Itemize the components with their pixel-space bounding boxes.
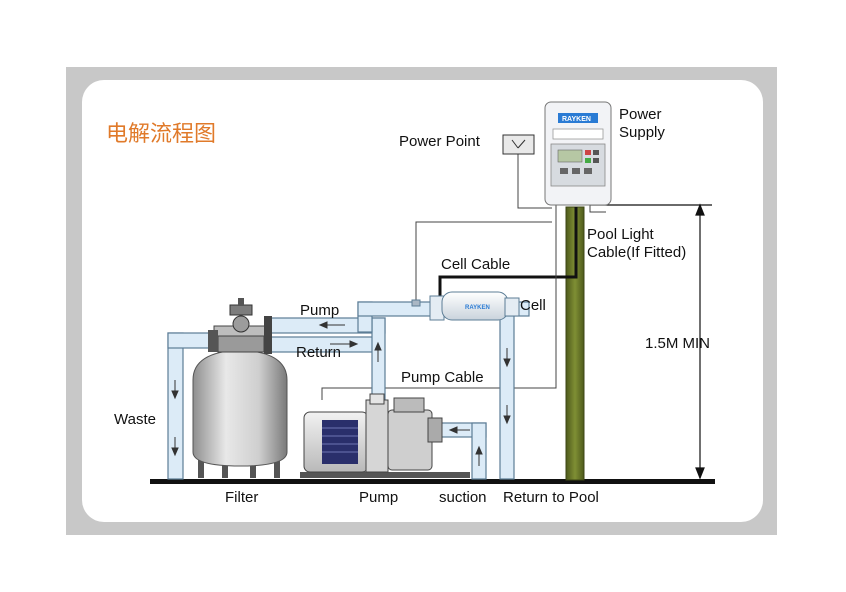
power-supply-brand-text: RAYKEN xyxy=(562,116,591,123)
label-suction: suction xyxy=(439,489,487,506)
cell-brand-text: RAYKEN xyxy=(465,305,490,311)
power-point-box xyxy=(502,134,535,155)
cell-unit xyxy=(411,291,520,321)
label-pump-top: Pump xyxy=(300,302,340,319)
filter-tank xyxy=(192,298,288,478)
label-cell: Cell xyxy=(520,297,546,314)
flow-arrows xyxy=(171,321,511,466)
pool-light-wire xyxy=(589,205,606,213)
label-waste: Waste xyxy=(114,411,156,428)
waste-pipe-vertical xyxy=(167,332,184,480)
power-supply-unit xyxy=(544,101,612,206)
power-point-wire xyxy=(517,153,552,209)
cell-line-pipe xyxy=(357,301,439,317)
label-pump-bottom: Pump xyxy=(359,489,399,506)
pump-unit xyxy=(300,393,470,478)
label-pool-light-line2: Cable(If Fitted) xyxy=(587,244,687,261)
height-dimension xyxy=(590,203,712,480)
wires xyxy=(321,153,606,400)
cell-cable-wire xyxy=(438,207,578,296)
label-pump-cable: Pump Cable xyxy=(401,369,484,386)
return-to-pool-pipe xyxy=(499,315,515,480)
label-cell-cable: Cell Cable xyxy=(441,256,511,273)
ground-line xyxy=(150,479,715,484)
label-power-supply-line1: Power xyxy=(619,106,662,123)
label-power-point: Power Point xyxy=(399,133,480,150)
label-return-to-pool: Return to Pool xyxy=(503,489,599,506)
label-power-supply-line2: Supply xyxy=(619,124,665,141)
diagram-title: 电解流程图 xyxy=(106,122,217,147)
label-return: Return xyxy=(296,344,342,361)
ground-wire xyxy=(415,221,552,300)
pump-cable-wire xyxy=(321,204,557,400)
label-filter: Filter xyxy=(225,489,259,506)
label-pool-light-line1: Pool Light xyxy=(587,226,654,243)
label-height-min: 1.5M MIN xyxy=(645,335,711,352)
